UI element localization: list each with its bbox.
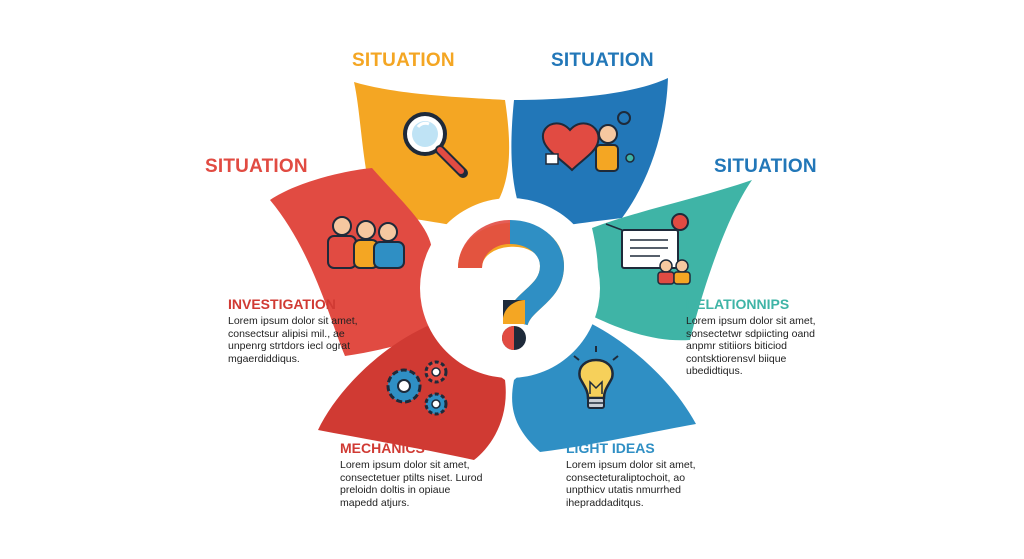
block-title-investigation: INVESTIGATION (228, 296, 336, 312)
block-light-ideas: LIGHT IDEAS Lorem ipsum dolor sit amet, … (566, 440, 716, 509)
body-line: preloidn doltis in opiaue (340, 484, 451, 496)
body-line: mgaerdiddiqus. (228, 352, 300, 365)
block-relationships: RELATIONNIPS Lorem ipsum dolor sit amet,… (686, 296, 836, 378)
body-line: unpenrg strtdors iecl ograt (228, 340, 350, 352)
block-investigation: INVESTIGATION Lorem ipsum dolor sit amet… (228, 296, 378, 365)
magnifier-icon (403, 112, 468, 178)
body-line: contsktiorensvl biique (686, 352, 787, 365)
center-hub (420, 198, 600, 378)
block-title-mechanics: MECHANICS (340, 440, 425, 456)
petal-teal (592, 180, 752, 341)
heading-top-right: SITUATION (551, 50, 654, 71)
petal-blue (511, 78, 668, 232)
body-line: sonsectetwr sdpiicting oand (686, 327, 815, 340)
body-line: consectsur alipisi mil., ae (228, 327, 345, 340)
heading-top-left: SITUATION (352, 50, 455, 71)
block-body-light-ideas: Lorem ipsum dolor sit amet, consectetura… (566, 459, 716, 509)
people-group-icon (327, 216, 405, 269)
body-line: Lorem ipsum dolor sit amet, (686, 315, 816, 327)
question-mark-icon (458, 220, 565, 350)
block-body-mechanics: Lorem ipsum dolor sit amet, consectetuer… (340, 459, 490, 509)
board-meeting-icon (605, 213, 691, 285)
gears-icon (386, 360, 448, 416)
body-line: ihepraddaditqus. (566, 496, 644, 509)
body-line: consectetuer ptilts niset. Lurod (340, 471, 483, 484)
heading-mid-left: SITUATION (205, 156, 308, 177)
body-line: Lorem ipsum dolor sit amet, (228, 315, 358, 327)
body-line: Lorem ipsum dolor sit amet, (340, 459, 470, 471)
heading-mid-right: SITUATION (714, 156, 817, 177)
heart-person-icon (541, 111, 635, 172)
petal-red (270, 168, 446, 356)
body-line: ubedidtiqus. (686, 365, 743, 377)
block-title-light-ideas: LIGHT IDEAS (566, 440, 655, 456)
lightbulb-icon (573, 346, 619, 409)
body-line: unpthicv utatis nmurrhed (566, 484, 681, 496)
block-title-relationships: RELATIONNIPS (686, 296, 790, 312)
body-line: Lorem ipsum dolor sit amet, (566, 459, 696, 471)
block-body-relationships: Lorem ipsum dolor sit amet, sonsectetwr … (686, 315, 836, 378)
block-body-investigation: Lorem ipsum dolor sit amet, consectsur a… (228, 315, 378, 365)
body-line: mapedd atjurs. (340, 496, 410, 509)
block-mechanics: MECHANICS Lorem ipsum dolor sit amet, co… (340, 440, 490, 509)
body-line: anpmr stitiiors biticiod (686, 340, 787, 352)
body-line: consecteturaliptochoit, ao (566, 471, 686, 484)
